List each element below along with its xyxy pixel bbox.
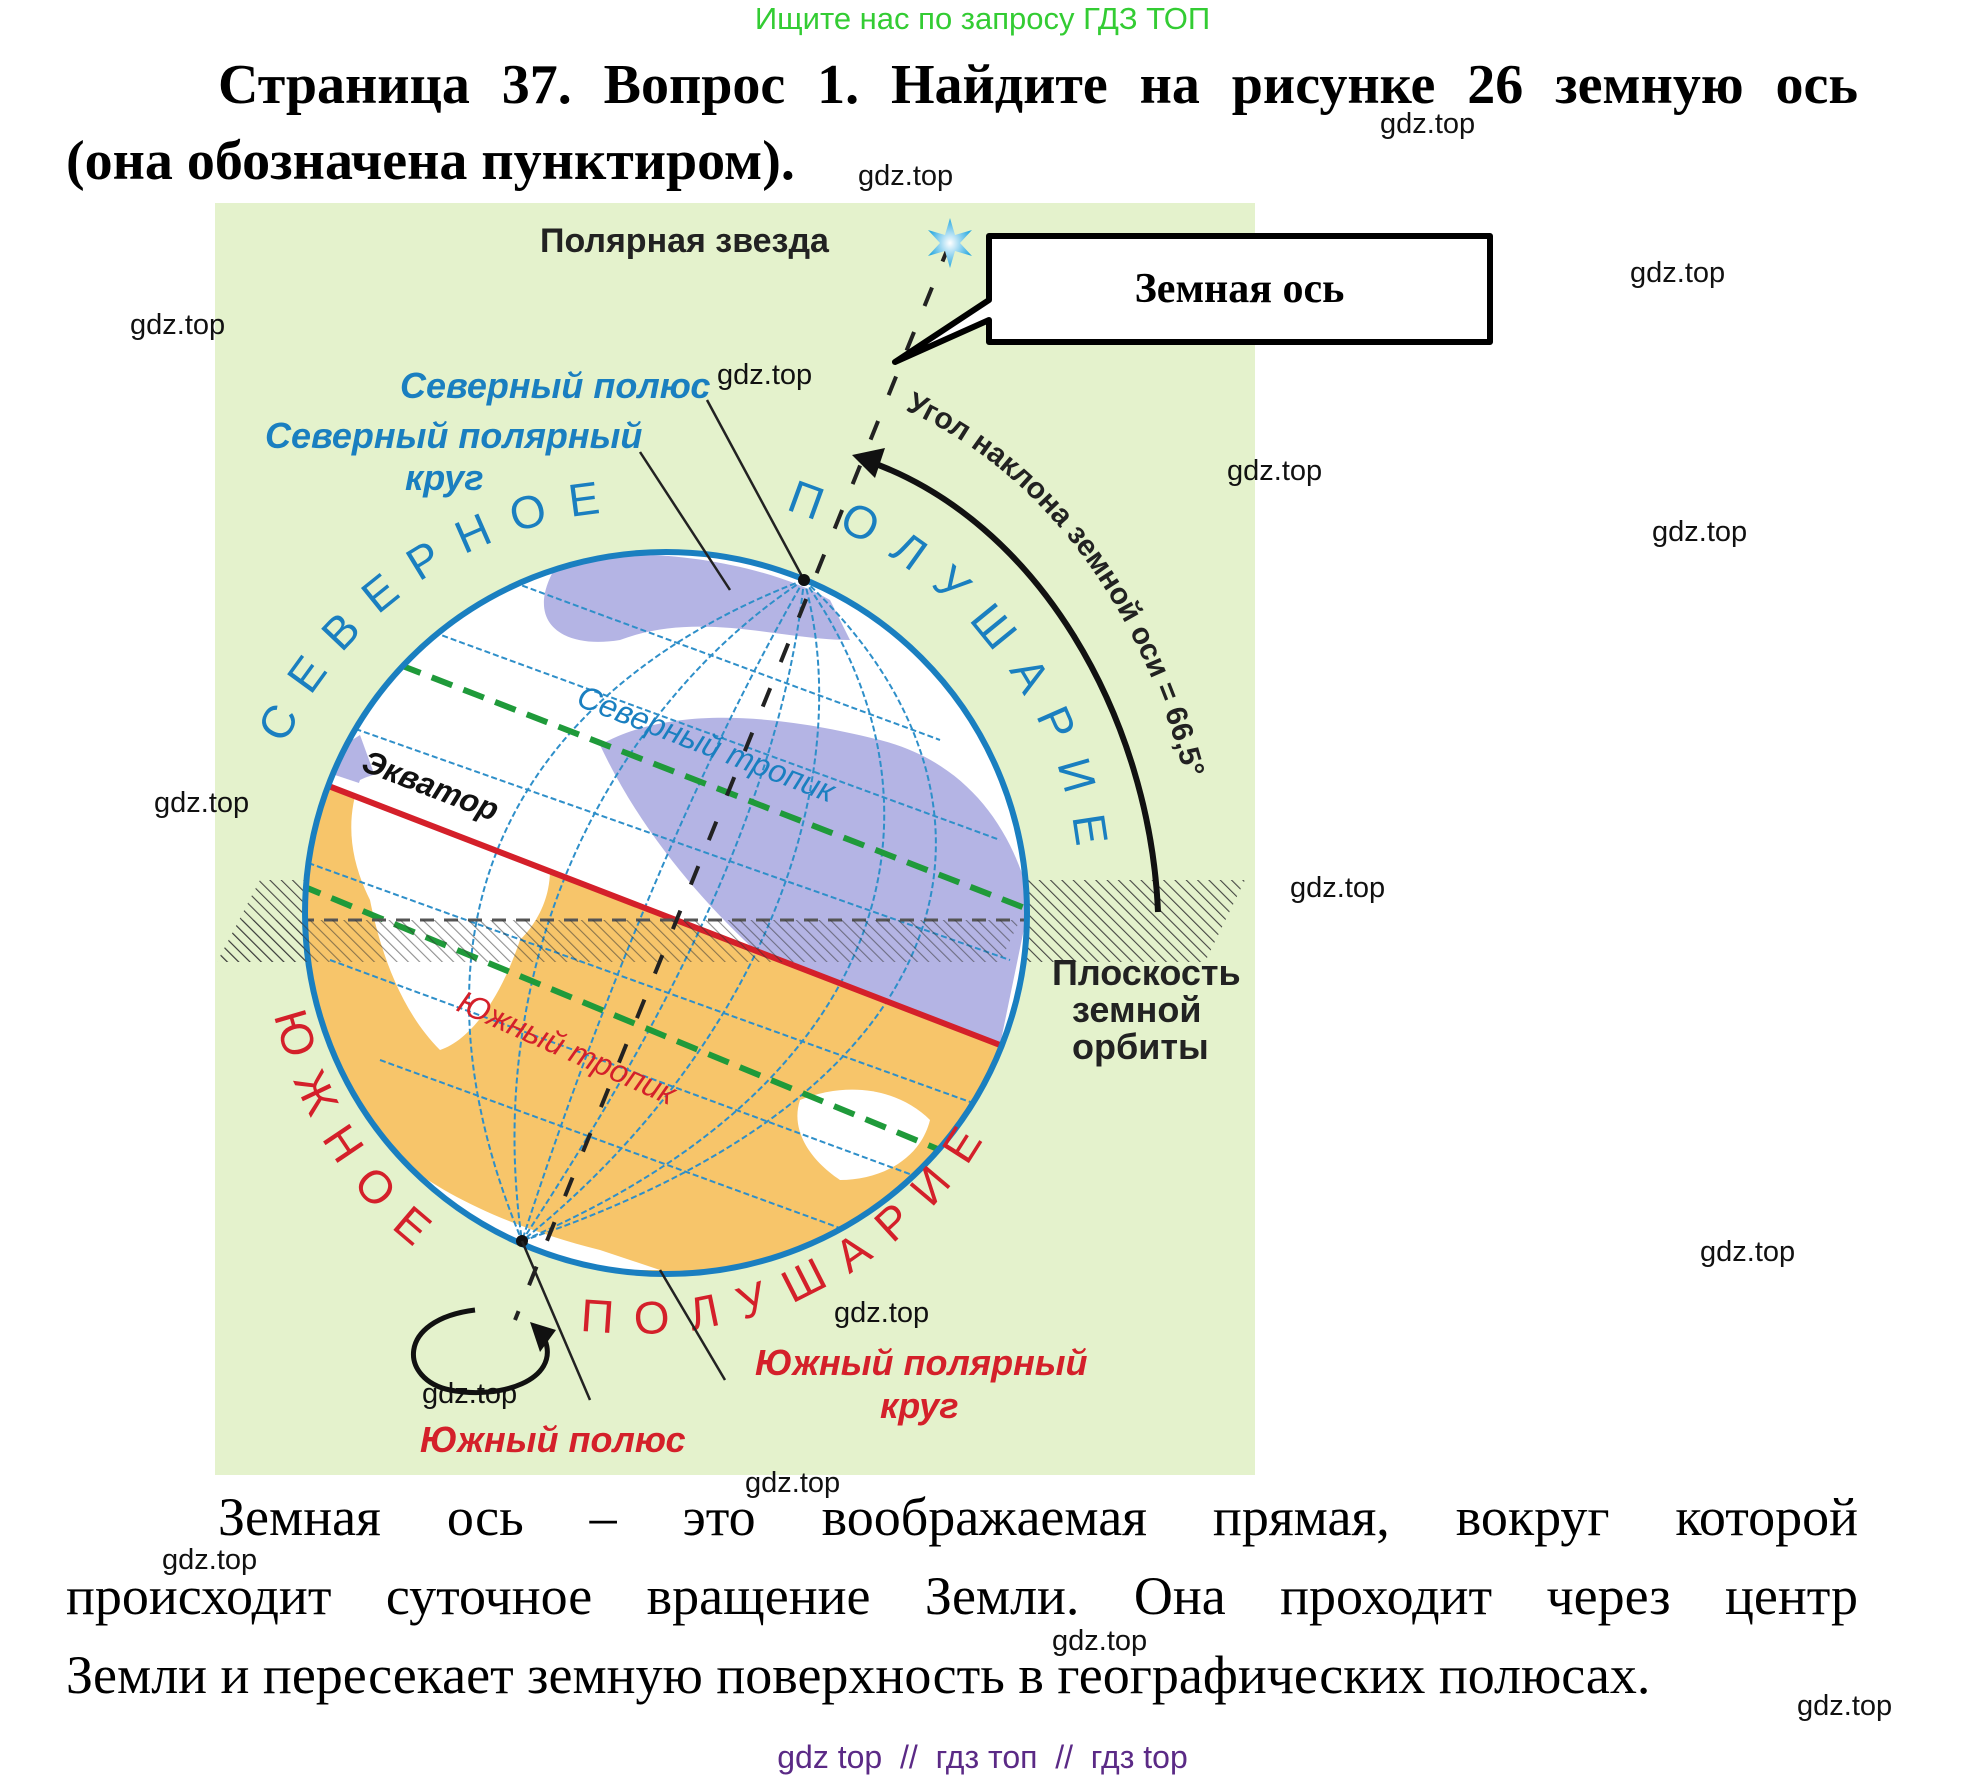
answer-line-1: Земная ось – это воображаемая прямая, во…: [218, 1487, 1858, 1547]
tilt-angle-arc: [864, 457, 1161, 913]
tilt-arrow-head: [852, 448, 885, 478]
north-pole-label: Северный полюс: [400, 365, 710, 406]
footer-links: gdz top // гдз топ // гдз top: [777, 1739, 1188, 1775]
watermark: gdz.top: [745, 1467, 841, 1499]
earth-axis-line: [513, 242, 952, 1321]
question-heading: Страница 37. Вопрос 1. Найдите на рисунк…: [66, 47, 1858, 207]
watermark: gdz.top: [1380, 108, 1476, 140]
equator-line: [305, 772, 1002, 1048]
arctic-circle-label-2: круг: [405, 457, 484, 498]
answer-paragraph: Земная ось – это воображаемая прямая, во…: [66, 1478, 1858, 1718]
watermark: gdz.top: [717, 359, 813, 391]
south-pole-label: Южный полюс: [420, 1419, 686, 1460]
polar-star-label: Полярная звезда: [540, 222, 830, 260]
watermark: gdz.top: [1227, 455, 1323, 487]
globe-outline: [302, 549, 1030, 1277]
antarctic-circle-pointer: [658, 1269, 727, 1381]
polar-star-icon: [928, 218, 972, 268]
answer-line-2: происходит суточное вращение Земли. Она …: [66, 1566, 1858, 1626]
watermark: gdz.top: [1630, 257, 1726, 289]
callout-shape: [892, 233, 1493, 365]
question-line-1: Страница 37. Вопрос 1. Найдите на рисунк…: [218, 54, 1858, 116]
answer-line-3: Земли и пересекает земную поверхность в …: [66, 1645, 1651, 1705]
south-pole-pointer: [520, 1240, 592, 1401]
arctic-circle-pointer: [638, 451, 732, 591]
watermark: gdz.top: [1052, 1625, 1148, 1657]
watermark: gdz.top: [422, 1378, 518, 1410]
antarctic-circle-label-1: Южный полярный: [755, 1342, 1088, 1383]
antarctic-circle-label-2: круг: [880, 1385, 959, 1426]
watermark: gdz.top: [1290, 872, 1386, 904]
rotation-arrow-icon: [411, 1307, 550, 1396]
watermark: gdz.top: [1652, 516, 1748, 548]
globe: [305, 552, 1027, 1274]
north-pole-pointer: [705, 399, 806, 581]
watermark: gdz.top: [162, 1544, 258, 1576]
orbit-plane-label-1: Плоскость: [1052, 952, 1241, 993]
watermark: gdz.top: [130, 309, 226, 341]
earth-axis-figure: Полярная звезда Северный полюс Северный …: [215, 203, 1255, 1475]
promo-banner: Ищите нас по запросу ГДЗ ТОП: [754, 1, 1211, 36]
question-line-2: (она обозначена пунктиром).: [66, 130, 795, 192]
watermark: gdz.top: [858, 160, 954, 192]
northern-tropic-line: [398, 662, 1027, 913]
callout-label: Земная ось: [1134, 266, 1345, 312]
watermark: gdz.top: [1797, 1690, 1893, 1722]
watermark: gdz.top: [834, 1297, 930, 1329]
orbit-plane-label-2: земной: [1072, 989, 1201, 1030]
watermark: gdz.top: [1700, 1236, 1796, 1268]
arctic-circle-label-1: Северный полярный: [265, 415, 642, 456]
watermark: gdz.top: [154, 787, 250, 819]
orbit-plane-label-3: орбиты: [1072, 1026, 1209, 1067]
